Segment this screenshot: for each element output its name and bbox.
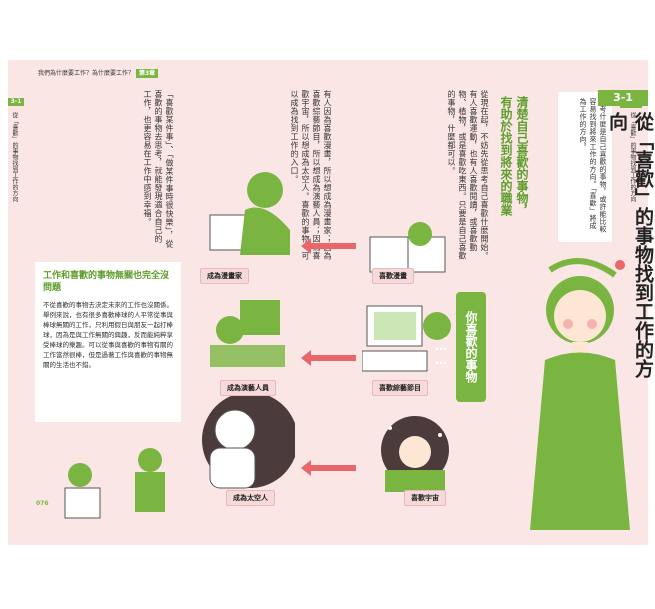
section-number: 3-1 — [598, 90, 648, 106]
left-chapter-tab: 3-1 — [8, 98, 24, 106]
left-header-tag: 第3章 — [135, 69, 159, 78]
intro-heading: 清楚自己喜歡的事物，有助於找到將來的職業 — [499, 96, 529, 216]
astronaut-illustration — [202, 392, 295, 489]
tv-watching-illustration — [362, 305, 451, 372]
right-sidebar-title: 從「喜歡」的事物找到工作的方向 — [629, 112, 636, 202]
section-title: 從「喜歡」的事物找到工作的方向 — [606, 112, 654, 378]
body-right-text: 從現在起，不妨先從思考自己喜歡什麼開始。有人喜歡運動，也有人喜歡閱讀，或喜歡動物… — [447, 90, 489, 260]
note-text: 不從喜歡的事物去決定未來的工作也沒關係。舉例來說，也有很多喜歡棒球的人平常從事與… — [43, 301, 173, 369]
baseball-illustration — [64, 448, 165, 519]
note-title: 工作和喜歡的事物無關也完全沒問題 — [43, 271, 170, 293]
space-girl-illustration — [381, 416, 449, 492]
section-lead-box: 思考什麼是自己喜歡的事物，或許能比較容易找到將來工作的方向。「喜歡」將成為工作的… — [558, 92, 612, 242]
girl-illustration — [530, 258, 630, 530]
label-become-mangaka: 成為漫畫家 — [200, 268, 249, 284]
label-become-performer: 成為演藝人員 — [220, 380, 276, 396]
manga-reader-illustration — [369, 222, 446, 273]
arrow-manga — [301, 238, 356, 254]
label-likes-space: 喜歡宇宙 — [404, 490, 446, 506]
arrow-variety — [301, 350, 356, 366]
body-mid-block: 有人因為喜歡漫畫，所以想成為漫畫家；因為喜歡綜藝節目，所以想成為演藝人員；因為喜… — [183, 90, 333, 265]
body-left-text: 「喜歡某件事」、「做某件事時很快樂」，從喜歡的事物去思考，就能發現適合自己的工作… — [143, 90, 174, 248]
body-mid-text: 有人因為喜歡漫畫，所以想成為漫畫家；因為喜歡綜藝節目，所以想成為演藝人員；因為喜… — [290, 90, 332, 260]
left-header-title: 我們為什麼要工作？為什麼要工作？ — [38, 70, 135, 77]
page-number-right: 077 — [614, 500, 627, 507]
arrow-space — [301, 460, 356, 476]
section-lead: 思考什麼是自己喜歡的事物，或許能比較容易找到將來工作的方向。「喜歡」將成為工作的… — [579, 98, 607, 233]
left-sidebar-title: 從「喜歡」的事物找到工作的方向 — [11, 112, 18, 202]
label-become-astronaut: 成為太空人 — [226, 490, 275, 506]
body-left-block: 「喜歡某件事」、「做某件事時很快樂」，從喜歡的事物去思考，就能發現適合自己的工作… — [35, 90, 175, 250]
page-number-left: 076 — [36, 500, 49, 507]
label-likes-variety: 喜歡綜藝節目 — [372, 380, 428, 396]
center-bubble: 你喜歡的事物是…… — [434, 292, 486, 402]
performer-illustration — [210, 300, 285, 367]
manga-artist-illustration — [209, 172, 290, 255]
body-right-block: 從現在起，不妨先從思考自己喜歡什麼開始。有人喜歡運動，也有人喜歡閱讀，或喜歡動物… — [340, 90, 490, 260]
label-likes-manga: 喜歡漫畫 — [372, 268, 414, 284]
note-box: 工作和喜歡的事物無關也完全沒問題 不從喜歡的事物去決定未來的工作也沒關係。舉例來… — [35, 262, 181, 422]
left-running-header: 我們為什麼要工作？為什麼要工作？ 第3章 — [38, 68, 159, 78]
